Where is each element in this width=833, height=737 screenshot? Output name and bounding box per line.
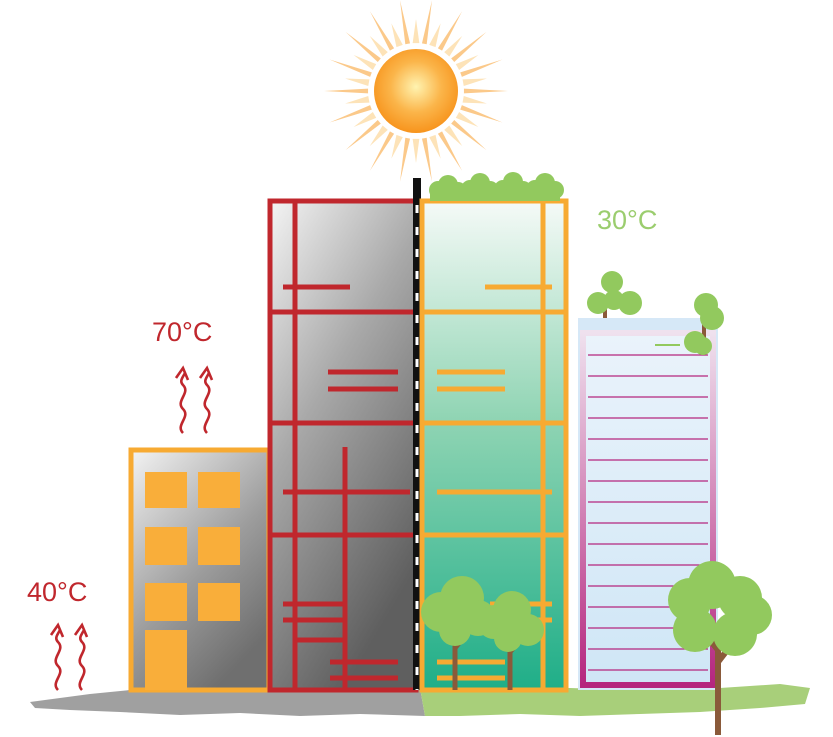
sun-ray (370, 11, 395, 51)
sun-ray (391, 23, 403, 48)
green-temperature-label: 30°C (597, 205, 657, 235)
sun-ray (455, 55, 479, 70)
comparison-divider (413, 178, 421, 690)
tall-gray-building (267, 198, 419, 693)
sun-ray (400, 0, 411, 45)
sun-ray (353, 55, 377, 70)
sun-ray (421, 137, 432, 182)
sun-ray (345, 96, 370, 104)
small-gray-building (128, 447, 272, 693)
sun-ray (369, 35, 388, 57)
heat-waves-roof (174, 365, 214, 434)
rooftop-tree-left (587, 271, 642, 318)
sun-ray (345, 78, 370, 86)
roof-temperature-label: 70°C (152, 317, 212, 347)
sun-disc (374, 49, 458, 133)
sun-ray (345, 31, 381, 63)
sun-icon (324, 0, 508, 182)
sun-ray (324, 88, 369, 94)
sun-ray (421, 0, 432, 45)
sun-ray (460, 105, 503, 123)
ground (30, 684, 810, 716)
sun-ray (462, 78, 487, 86)
sun-ray (345, 119, 381, 151)
sun-ray (437, 11, 462, 51)
building-door (145, 630, 187, 690)
street-tree-green-2 (477, 591, 544, 690)
building-windows (145, 472, 240, 690)
green-roof-bushes (429, 172, 564, 201)
sun-ray (429, 23, 441, 48)
sun-ray (353, 112, 377, 127)
sun-ray (329, 105, 372, 123)
rooftop-tree-right (684, 293, 724, 355)
sun-ray (412, 19, 420, 44)
sun-ray (429, 134, 441, 159)
heat-waves-street (49, 622, 89, 691)
sun-ray (369, 125, 388, 147)
sun-ray (391, 134, 403, 159)
sun-ray (451, 31, 487, 63)
sun-ray (412, 138, 420, 163)
sun-ray (444, 35, 463, 57)
sun-ray (370, 131, 395, 171)
sun-ray (329, 59, 372, 77)
sun-ray (444, 125, 463, 147)
sun-ray (437, 131, 462, 171)
sun-ray (451, 119, 487, 151)
sun-ray (462, 96, 487, 104)
sun-ray (400, 137, 411, 182)
street-temperature-label: 40°C (27, 577, 87, 607)
sun-ray (460, 59, 503, 77)
street-tree-large (668, 561, 772, 735)
paved-ground-strip (30, 687, 425, 716)
sun-ray (455, 112, 479, 127)
sun-ray (463, 88, 508, 94)
